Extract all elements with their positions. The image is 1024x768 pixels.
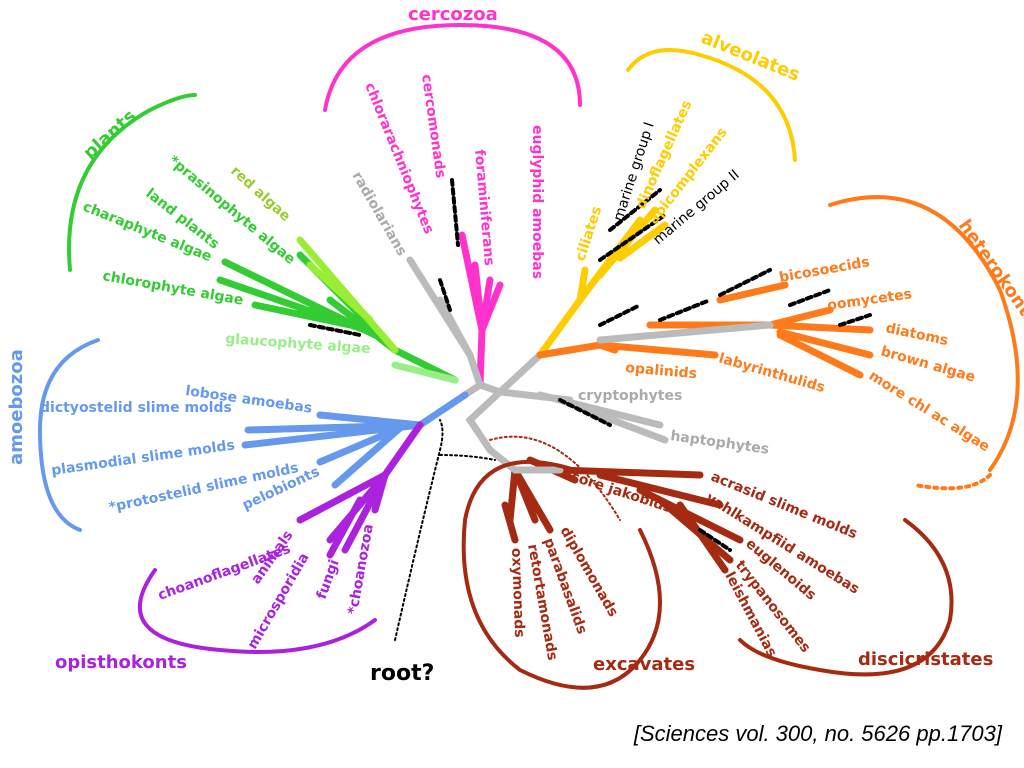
heterokont-branches <box>536 281 874 379</box>
label-ciliates: ciliates <box>573 204 606 263</box>
group-heterokonts: heterokonts <box>954 216 1024 329</box>
label-cryptophytes: cryptophytes <box>578 388 682 404</box>
group-discicristates: discicristates <box>858 649 993 670</box>
label-bicosoecids: bicosoecids <box>778 254 871 286</box>
cercozoa-branches <box>458 231 504 389</box>
branch-heterokont-gray <box>596 321 774 344</box>
bracket-excavates <box>461 459 662 690</box>
branch-trunk <box>461 381 507 454</box>
bracket-heterokonts <box>828 195 1020 472</box>
bracket-alveolates <box>626 48 797 162</box>
excavate-branches <box>501 456 744 574</box>
label-labyrinthulids: labyrinthulids <box>717 350 827 396</box>
label-glaucophyte-algae: glaucophyte algae <box>225 331 371 357</box>
label-root: root? <box>370 661 434 686</box>
label-haptophytes: haptophytes <box>669 428 770 458</box>
alveolate-branches <box>536 206 669 359</box>
label-chlorophyte-algae: chlorophyte algae <box>101 268 244 309</box>
label-diatoms: diatoms <box>884 320 949 349</box>
label-opalinids: opalinids <box>625 360 698 382</box>
label-foraminiferans: foraminiferans <box>471 149 497 266</box>
bracket-amoebozoa <box>37 338 100 532</box>
label-cercomonads: cercomonads <box>418 73 448 179</box>
label-oomycetes: oomycetes <box>826 286 913 314</box>
bracket-discicristates <box>738 518 954 677</box>
group-plants: plants <box>79 106 140 164</box>
root-paths <box>394 419 496 641</box>
label-oxymonads: oxymonads <box>508 548 527 638</box>
label-dictyostelid: dictyostelid slime molds <box>40 400 232 416</box>
branch-alveolate-root <box>496 351 544 396</box>
bracket-plants <box>67 93 197 272</box>
bracket-opisthokonts <box>137 568 377 654</box>
bracket-heterokonts-dotted <box>913 473 992 491</box>
group-cercozoa: cercozoa <box>408 4 498 25</box>
branch-radiolarians-2 <box>436 296 474 359</box>
dotted-jakobid-link <box>489 435 621 521</box>
group-amoebozoa: amoebozoa <box>6 349 27 465</box>
citation: [Sciences vol. 300, no. 5626 pp.1703] <box>633 721 1002 746</box>
branch-excavate-gray <box>486 446 564 474</box>
dashed-markers <box>308 178 872 552</box>
opisthokont-branches <box>296 421 424 559</box>
group-opisthokonts: opisthokonts <box>55 652 187 673</box>
label-fungi: fungi <box>314 558 343 602</box>
branch-glaucophyte <box>391 361 459 384</box>
bracket-cercozoa <box>323 22 582 112</box>
label-euglyphid-amoebas: euglyphid amoebas <box>529 125 545 279</box>
label-plasmodial: plasmodial slime molds <box>50 437 235 479</box>
plant-light-branches <box>296 236 399 354</box>
group-excavates: excavates <box>593 654 695 675</box>
